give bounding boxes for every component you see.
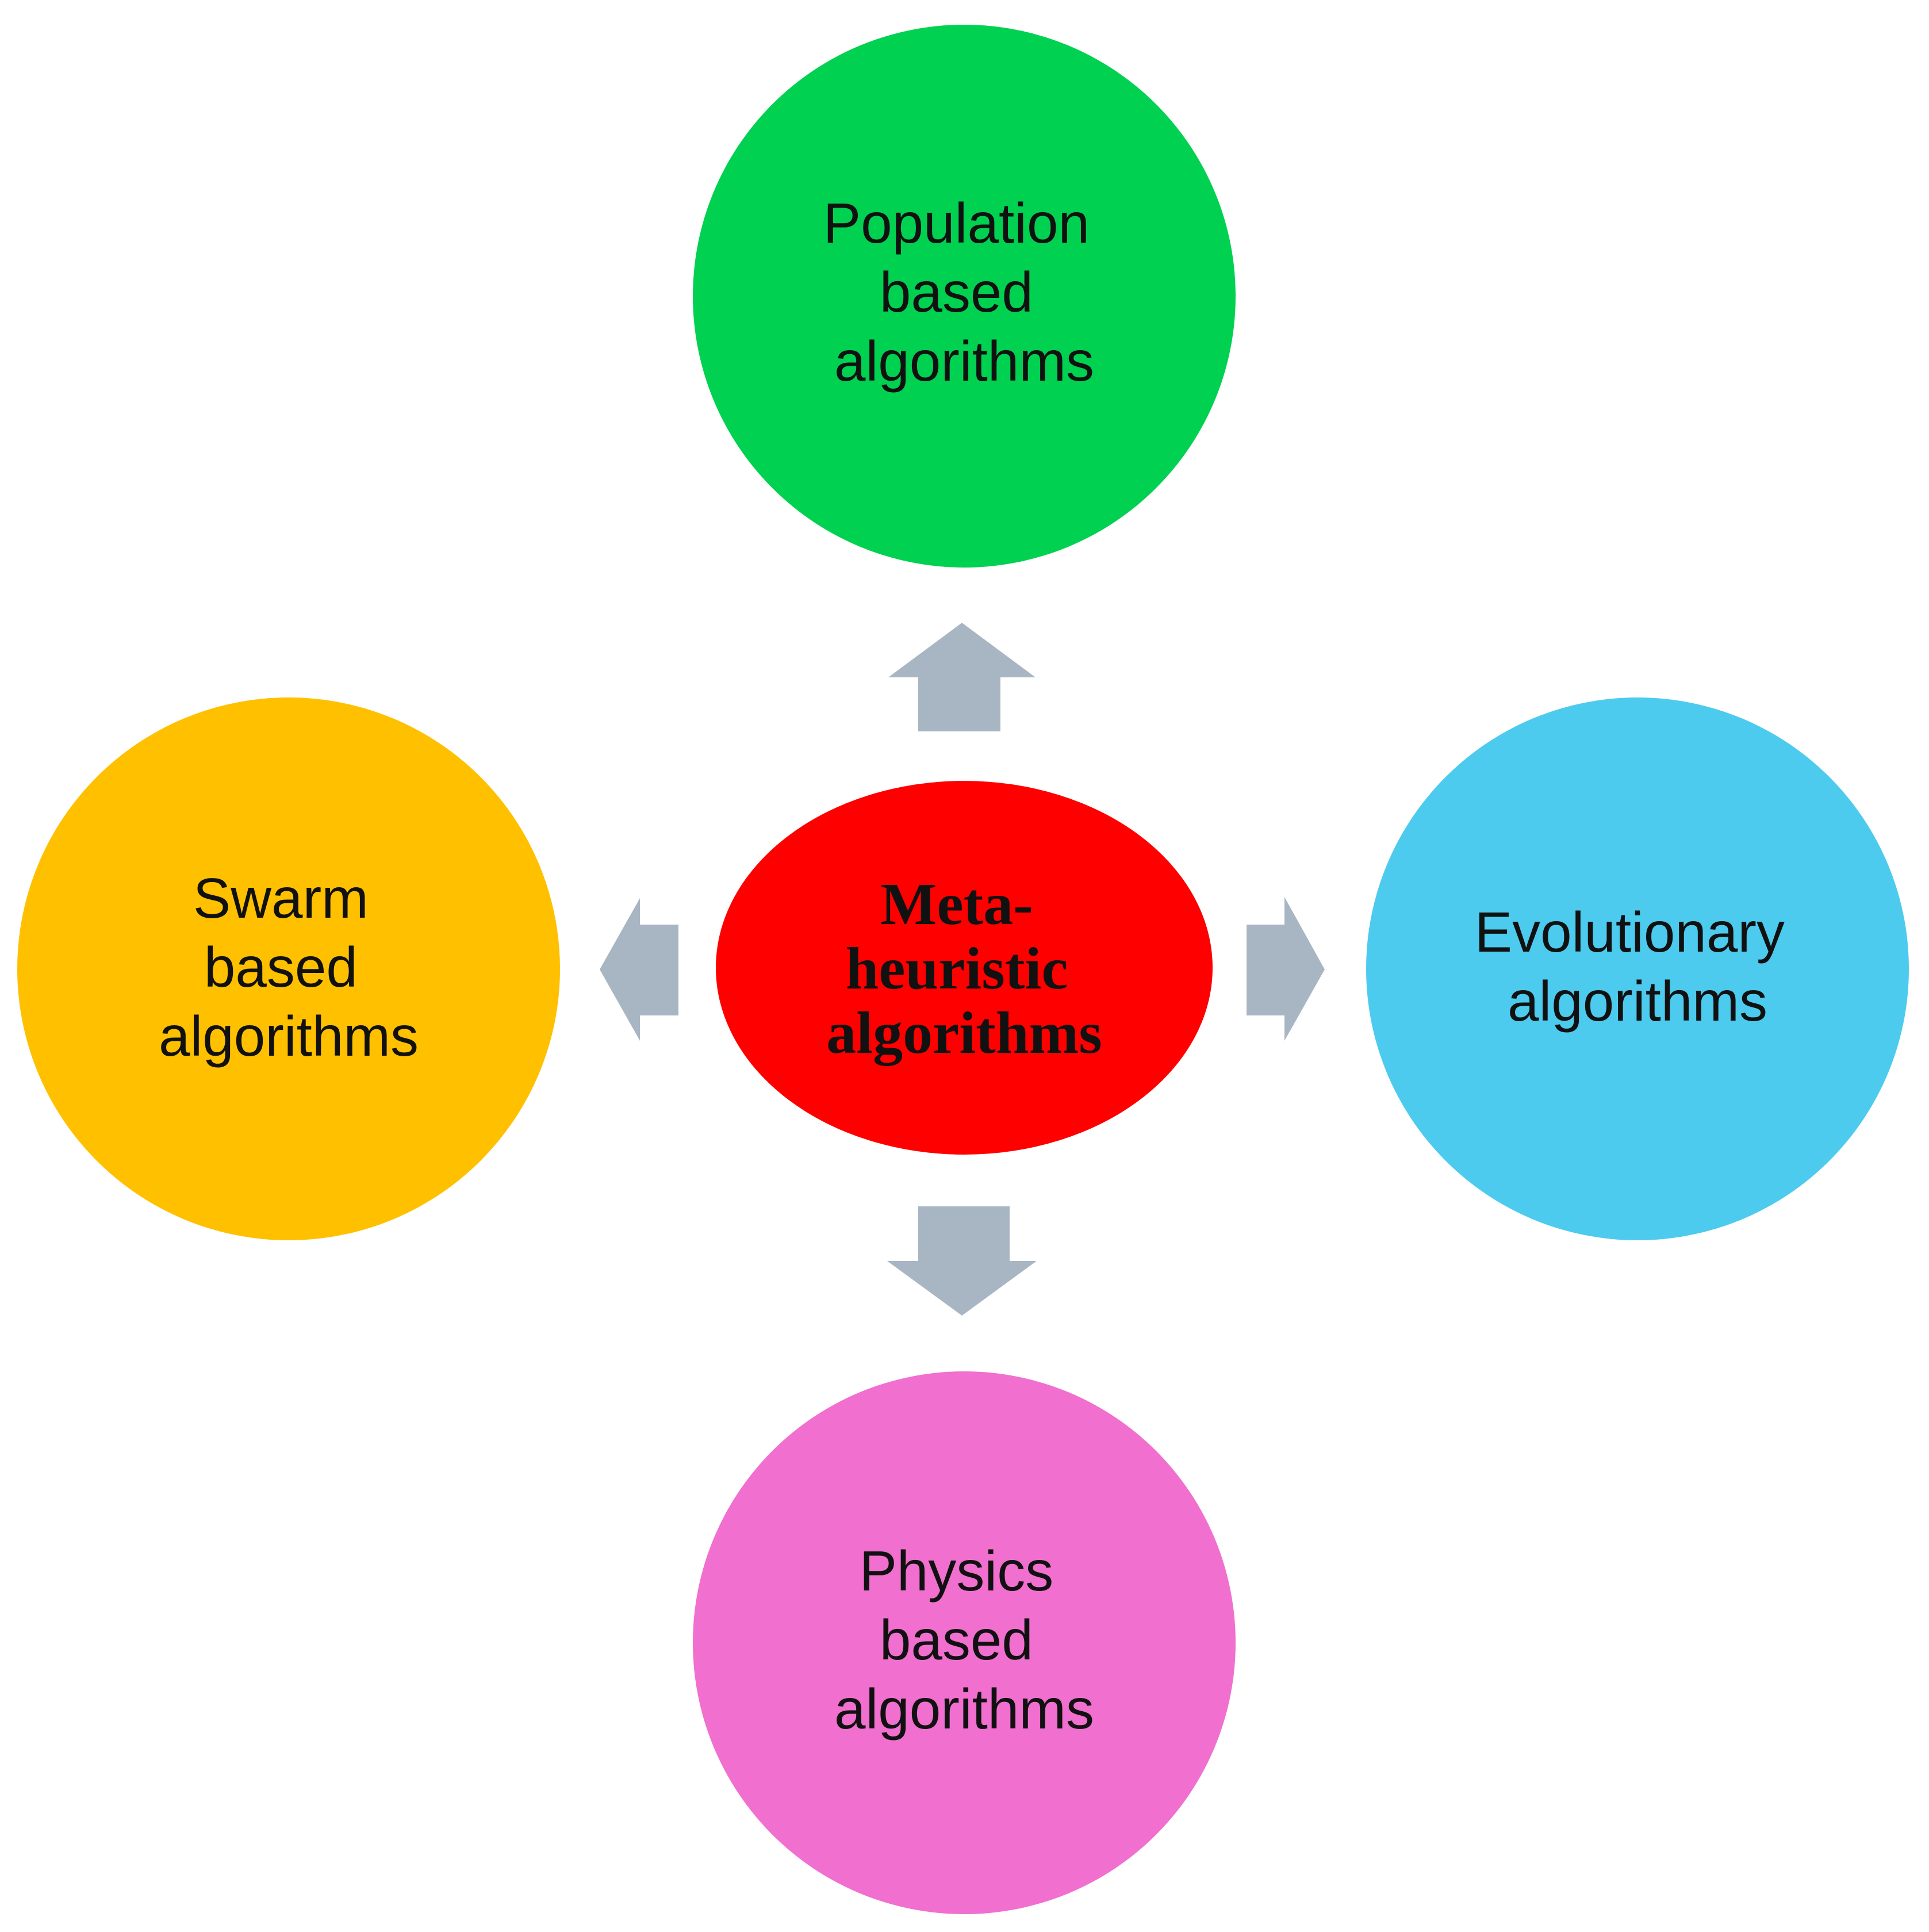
node-left-line-1: Swarm xyxy=(193,867,369,930)
node-right: Evolutionary algorithms xyxy=(1366,697,1909,1240)
node-top-line-3: algorithms xyxy=(834,329,1094,393)
arrow-left xyxy=(600,898,678,1041)
center-label-line-1: Meta- xyxy=(880,871,1033,937)
center-label: Meta- heuristic algorithms xyxy=(826,871,1102,1066)
center-node: Meta- heuristic algorithms xyxy=(716,781,1213,1155)
node-left-line-3: algorithms xyxy=(159,1005,419,1068)
node-top-label: Population based algorithms xyxy=(823,191,1105,393)
center-label-line-3: algorithms xyxy=(826,1000,1102,1066)
node-left-line-2: based xyxy=(204,936,358,999)
node-bottom: Physics based algorithms xyxy=(693,1371,1236,1914)
arrows xyxy=(600,623,1325,1316)
center-ellipse xyxy=(716,781,1213,1155)
node-right-line-1: Evolutionary xyxy=(1475,900,1785,964)
node-right-line-2: algorithms xyxy=(1508,969,1767,1033)
center-label-line-2: heuristic xyxy=(845,936,1068,1002)
arrow-down xyxy=(887,1206,1037,1316)
node-left: Swarm based algorithms xyxy=(17,697,560,1240)
node-left-label: Swarm based algorithms xyxy=(159,867,419,1068)
arrow-up xyxy=(888,623,1036,731)
node-bottom-line-1: Physics xyxy=(860,1539,1054,1603)
node-top-line-1: Population xyxy=(823,191,1090,255)
node-bottom-label: Physics based algorithms xyxy=(834,1539,1094,1741)
node-bottom-circle xyxy=(693,1371,1236,1914)
node-top-line-2: based xyxy=(880,260,1033,324)
arrow-right xyxy=(1247,897,1325,1041)
node-left-circle xyxy=(17,697,560,1240)
node-right-circle xyxy=(1366,697,1909,1240)
node-bottom-line-3: algorithms xyxy=(834,1677,1094,1741)
node-right-label: Evolutionary algorithms xyxy=(1475,900,1801,1033)
node-top: Population based algorithms xyxy=(693,25,1236,568)
node-top-circle xyxy=(693,25,1236,568)
node-bottom-line-2: based xyxy=(880,1608,1033,1672)
